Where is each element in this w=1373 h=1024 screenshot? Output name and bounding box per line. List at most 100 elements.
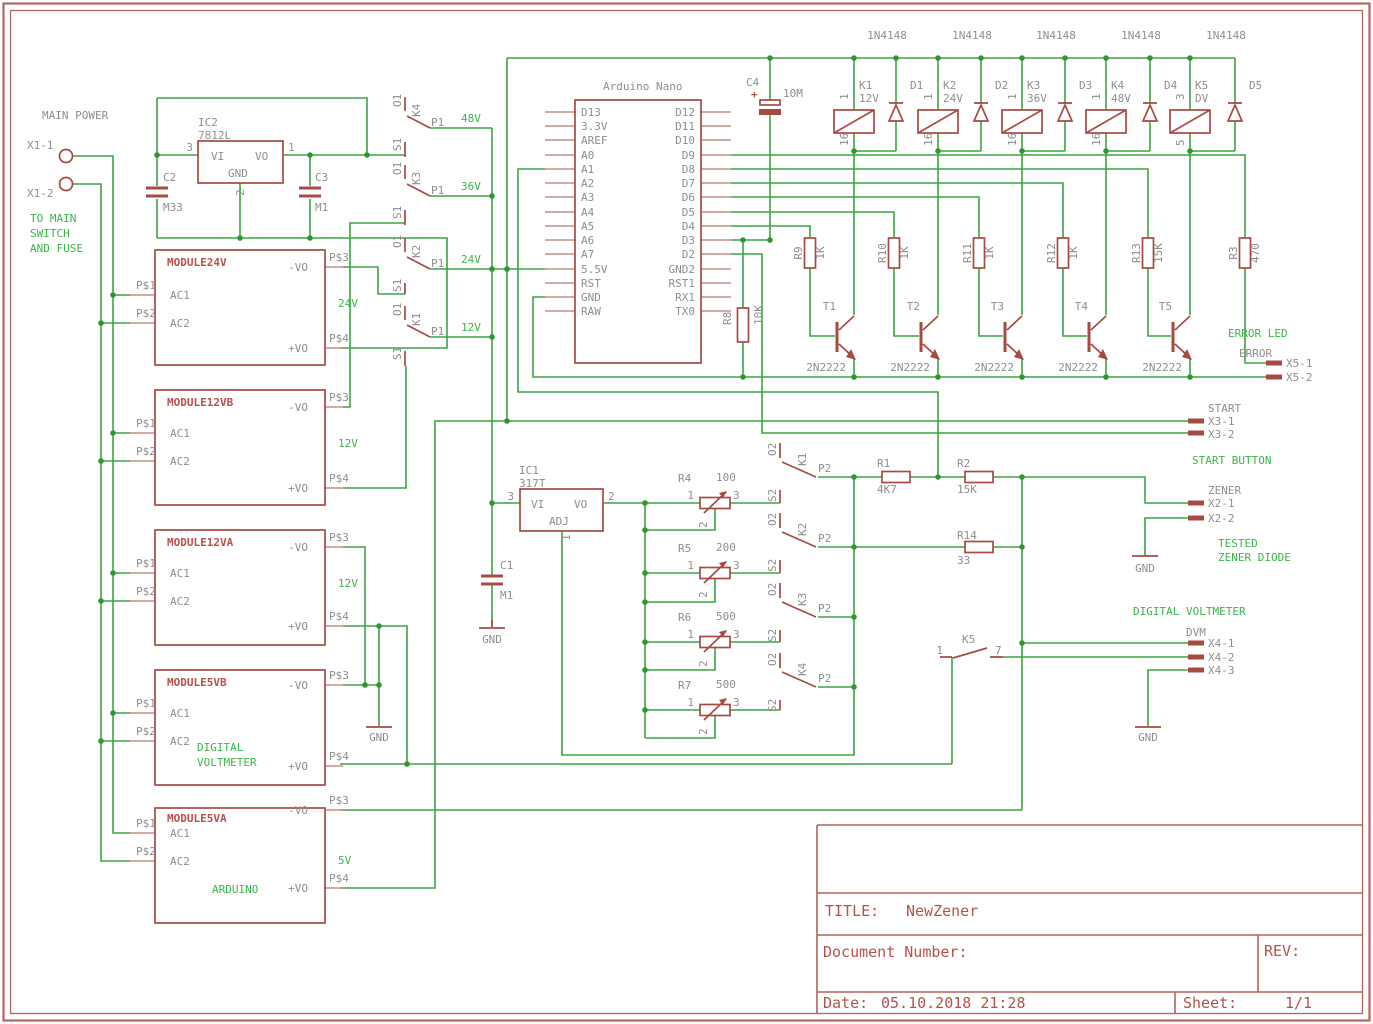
- module12vb-p2: P$2: [136, 445, 156, 458]
- relay-k1-name: K1: [859, 79, 872, 92]
- nano-pin-d6: D6: [682, 191, 695, 204]
- t3-name: T3: [991, 300, 1004, 313]
- r6-pin2: 2: [697, 660, 710, 667]
- nano-pin-d7: D7: [682, 177, 695, 190]
- k5-switch-pin1: 1: [936, 644, 943, 657]
- module24v-p4: P$4: [329, 332, 349, 345]
- junction-dots: [98, 55, 1193, 767]
- nano-pin-d4: D4: [682, 220, 696, 233]
- r6-name: R6: [678, 611, 691, 624]
- note-to-main-switch-1: TO MAIN: [30, 212, 76, 225]
- nano-pin-d2: D2: [682, 248, 695, 261]
- x4-1-label: X4-1: [1208, 637, 1235, 650]
- relay-coils: [833, 109, 1211, 134]
- nano-pin-3v3: 3.3V: [581, 120, 608, 133]
- gnd-c1: GND: [482, 633, 502, 646]
- module12vb-ac2: AC2: [170, 455, 190, 468]
- nano-pin-a1: A1: [581, 163, 594, 176]
- r11-name: R11: [961, 243, 974, 263]
- k2-contact-s1: S1: [391, 279, 404, 292]
- c2-name: C2: [163, 171, 176, 184]
- module12va-ac1: AC1: [170, 567, 190, 580]
- d2-type: 1N4148: [952, 29, 992, 42]
- nano-pin-rx1: RX1: [675, 291, 695, 304]
- relay-k4-name: K4: [1111, 79, 1125, 92]
- x1-2-pad: [58, 176, 74, 192]
- module24v-ac1: AC1: [170, 289, 190, 302]
- r7-name: R7: [678, 679, 691, 692]
- k1-test-s2: S2: [766, 489, 779, 502]
- t2-type: 2N2222: [890, 361, 930, 374]
- k2-test-s2: S2: [766, 559, 779, 572]
- module12va-p3: P$3: [329, 531, 349, 544]
- r10-body: [887, 237, 901, 269]
- nano-pin-gnd: GND: [581, 291, 601, 304]
- k3-test-o2: O2: [766, 583, 779, 596]
- module5va-box: [154, 807, 326, 924]
- title-value: NewZener: [906, 902, 978, 920]
- module5va-p4: P$4: [329, 872, 349, 885]
- k2-contact-p1: P1: [431, 257, 444, 270]
- module12va-title: MODULE12VA: [167, 536, 234, 549]
- zener-name: ZENER: [1208, 484, 1241, 497]
- net-24v: 24V: [461, 253, 481, 266]
- module5vb-p1: P$1: [136, 697, 156, 710]
- date-label: Date:: [823, 994, 868, 1012]
- nano-pin-d9: D9: [682, 149, 695, 162]
- r11-body: [972, 237, 986, 269]
- module5va-p1: P$1: [136, 817, 156, 830]
- d5-type: 1N4148: [1206, 29, 1246, 42]
- error-name: ERROR: [1239, 347, 1272, 360]
- module5va-title: MODULE5VA: [167, 812, 227, 825]
- x2-2-label: X2-2: [1208, 512, 1235, 525]
- nano-pin-a2: A2: [581, 177, 594, 190]
- r4-name: R4: [678, 472, 692, 485]
- connector-stubs: [1188, 360, 1282, 673]
- nano-pin-a4: A4: [581, 206, 595, 219]
- c4-capacitor: [759, 99, 781, 115]
- r13-value: 15K: [1152, 243, 1165, 263]
- k4-contact-s1: S1: [391, 138, 404, 151]
- title-label: TITLE:: [825, 902, 879, 920]
- module24v-voltage: 24V: [338, 297, 358, 310]
- test-contacts-symbols: [779, 443, 817, 710]
- module5vb-box: [154, 669, 326, 786]
- tested-zener-note-2: ZENER DIODE: [1218, 551, 1291, 564]
- x1-1-pad: [58, 148, 74, 164]
- c1-value: M1: [500, 589, 513, 602]
- k4-contact-p1: P1: [431, 116, 444, 129]
- ic1-pin2: 2: [608, 490, 615, 503]
- note-to-main-switch-3: AND FUSE: [30, 242, 83, 255]
- r7-pin2: 2: [697, 728, 710, 735]
- module12va-plus-vo: +VO: [288, 620, 308, 633]
- k5-switch-pin7: 7: [995, 644, 1002, 657]
- r8-body: [736, 307, 750, 343]
- k1-contact-s1: S1: [391, 347, 404, 360]
- k4-contact-name: K4: [410, 103, 423, 117]
- ic2-7812: [146, 140, 321, 198]
- module24v-ac2: AC2: [170, 317, 190, 330]
- relay-k2-pinbot: 16: [922, 133, 935, 146]
- nano-title: Arduino Nano: [603, 80, 682, 93]
- r10-value: 1K: [898, 246, 911, 260]
- r12-value: 1K: [1067, 246, 1080, 260]
- dvm-name: DVM: [1186, 626, 1206, 639]
- module12vb-title: MODULE12VB: [167, 396, 234, 409]
- x1-1-label: X1-1: [27, 139, 54, 152]
- nano-pin-tx0: TX0: [675, 305, 695, 318]
- nano-pin-d3: D3: [682, 234, 695, 247]
- relay-k3-value: 36V: [1027, 92, 1047, 105]
- ic1-adj: ADJ: [549, 515, 569, 528]
- k3-test-p2: P2: [818, 602, 831, 615]
- d1-name: D1: [910, 79, 923, 92]
- nano-pin-aref: AREF: [581, 134, 608, 147]
- r6-value: 500: [716, 610, 736, 623]
- nano-pin-d8: D8: [682, 163, 695, 176]
- r8-value: 10K: [752, 305, 765, 325]
- module24v-box: [154, 249, 326, 366]
- r2-body: [964, 470, 994, 484]
- relay-k5-name: K5: [1195, 79, 1208, 92]
- t4-name: T4: [1075, 300, 1089, 313]
- r7-value: 500: [716, 678, 736, 691]
- module12vb-plus-vo: +VO: [288, 482, 308, 495]
